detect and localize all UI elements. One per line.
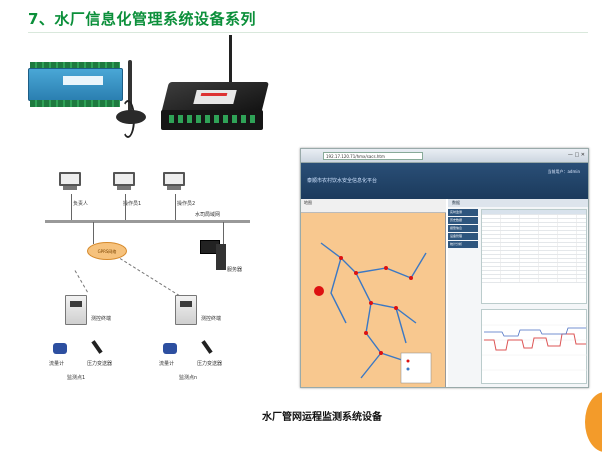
table-row[interactable]: [482, 275, 586, 279]
table-row[interactable]: [482, 227, 586, 231]
table-row[interactable]: [482, 239, 586, 243]
flowmeter-label: 流量计: [49, 361, 65, 367]
data-table: [481, 209, 587, 304]
gprs-cloud: GPRS网络: [87, 242, 127, 260]
rtu-device-image: [28, 62, 123, 107]
map-tab[interactable]: 地图: [301, 199, 446, 213]
gprs-router-image: [161, 82, 270, 137]
pipe-network-map[interactable]: [301, 213, 446, 388]
antenna-base: [116, 110, 146, 124]
pressure-sensor-icon: [91, 340, 103, 354]
pressure-label: 压力变送器: [197, 361, 223, 367]
data-tabs[interactable]: 数据: [448, 199, 588, 207]
window-controls-icon[interactable]: — □ ✕: [567, 152, 585, 158]
antenna-icon: [128, 60, 132, 115]
sidebar-item[interactable]: 历史数据: [448, 217, 478, 224]
sidebar-item[interactable]: 设备管理: [448, 233, 478, 240]
pressure-label: 压力变送器: [87, 361, 113, 367]
app-user: 当前用户：admin: [547, 169, 580, 174]
table-row[interactable]: [482, 243, 586, 247]
pressure-sensor-icon: [201, 340, 213, 354]
table-row[interactable]: [482, 251, 586, 255]
data-pane: 数据 实时监测 历史数据 报警信息 设备管理 统计分析: [448, 199, 588, 387]
table-row[interactable]: [482, 219, 586, 223]
lan-label: 水司局域网: [195, 212, 221, 218]
pc-label: 负责人: [73, 201, 89, 207]
pc-icon: [163, 172, 187, 192]
router-antenna-icon: [229, 35, 232, 87]
terminal-label: 测控终端: [201, 316, 222, 322]
table-row[interactable]: [482, 231, 586, 235]
server-icon: [200, 240, 226, 272]
terminal-label: 测控终端: [91, 316, 112, 322]
table-row[interactable]: [482, 259, 586, 263]
app-title: 泰顺市农村饮水安全信息化平台: [307, 178, 378, 184]
table-row[interactable]: [482, 271, 586, 275]
address-bar[interactable]: 192.17.120.71/hmx/sacs.htm: [323, 152, 423, 160]
network-diagram: 负责人 操作员1 操作员2 水司局域网 GPRS网络 服务器 测控终端 测控终端…: [35, 160, 275, 395]
table-row[interactable]: [482, 255, 586, 259]
flowmeter-label: 流量计: [159, 361, 175, 367]
table-row[interactable]: [482, 279, 586, 283]
app-header: 泰顺市农村饮水安全信息化平台 当前用户：admin: [301, 163, 588, 199]
server-label: 服务器: [227, 267, 243, 273]
pc-icon: [59, 172, 83, 192]
browser-toolbar: 192.17.120.71/hmx/sacs.htm — □ ✕: [301, 149, 588, 163]
table-header: [482, 210, 586, 215]
slide-title: 7、水厂信息化管理系统设备系列: [28, 10, 256, 28]
trend-chart: [481, 309, 588, 384]
sidebar-item[interactable]: 报警信息: [448, 225, 478, 232]
slide-caption: 水厂管网运程监测系统设备: [262, 412, 382, 423]
software-screenshot: 192.17.120.71/hmx/sacs.htm — □ ✕ 泰顺市农村饮水…: [300, 148, 589, 388]
data-sidebar: 实时监测 历史数据 报警信息 设备管理 统计分析: [448, 209, 478, 249]
table-row[interactable]: [482, 235, 586, 239]
pc-icon: [113, 172, 137, 192]
table-row[interactable]: [482, 223, 586, 227]
sidebar-item[interactable]: 实时监测: [448, 209, 478, 216]
table-row[interactable]: [482, 215, 586, 219]
map-pane[interactable]: 地图: [301, 199, 446, 388]
site-label: 监测点1: [67, 375, 86, 381]
pc-label: 操作员2: [177, 201, 196, 207]
terminal-icon: [175, 295, 197, 325]
table-row[interactable]: [482, 263, 586, 267]
corner-decoration: [585, 392, 602, 452]
title-divider: [28, 32, 588, 33]
sidebar-item[interactable]: 统计分析: [448, 241, 478, 248]
flowmeter-icon: [53, 343, 67, 354]
table-row[interactable]: [482, 247, 586, 251]
pc-label: 操作员1: [123, 201, 142, 207]
lan-line: [45, 220, 250, 223]
flowmeter-icon: [163, 343, 177, 354]
terminal-icon: [65, 295, 87, 325]
table-row[interactable]: [482, 267, 586, 271]
site-label: 监测点n: [179, 375, 198, 381]
